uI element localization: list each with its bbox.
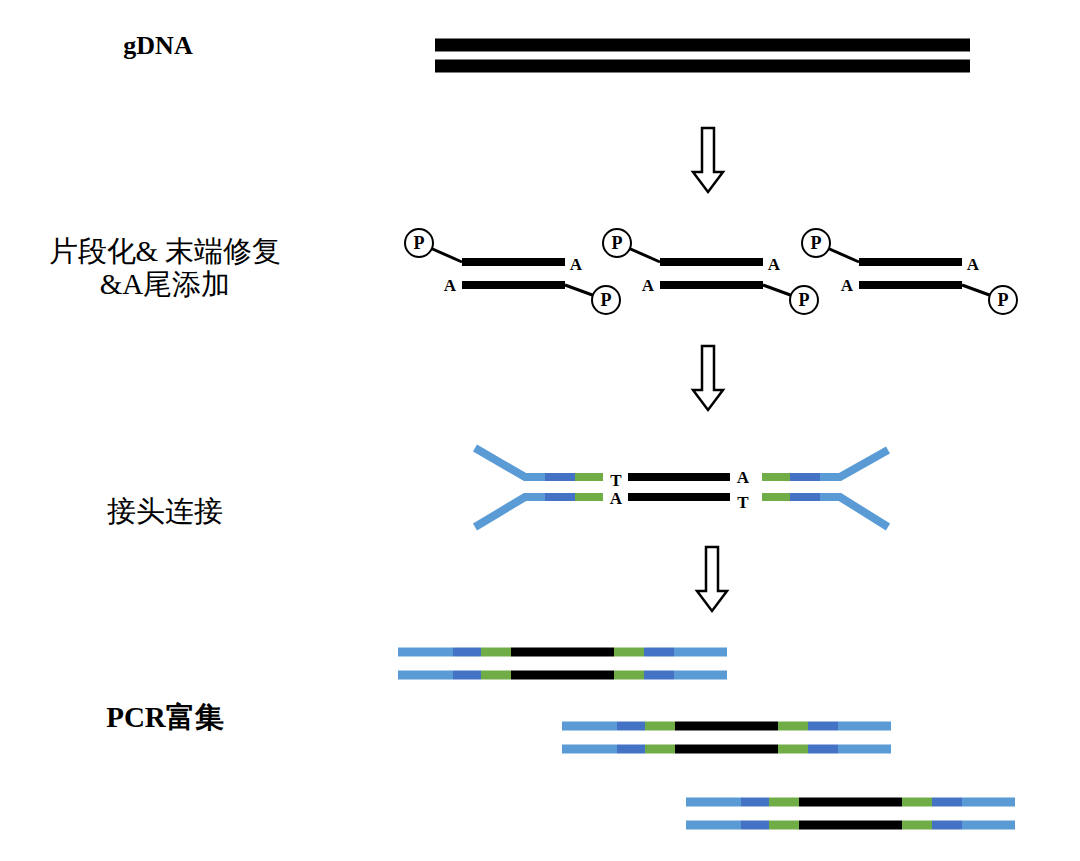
adapter-ligation [475, 448, 888, 527]
phosphate-label: P [799, 291, 810, 309]
pcr-products [398, 652, 1015, 825]
dna-fragments [419, 243, 1003, 300]
genomic-dna [435, 45, 970, 66]
phosphate-label: P [612, 234, 623, 252]
phosphate-circle: P [591, 285, 621, 315]
phosphate-circle: P [801, 228, 831, 258]
phosphate-circle: P [988, 285, 1018, 315]
phosphate-circle: P [602, 228, 632, 258]
phosphate-circle: P [404, 228, 434, 258]
base-letter: A [737, 468, 749, 488]
phosphate-label: P [601, 291, 612, 309]
base-letter: A [570, 255, 582, 275]
phosphate-label: P [811, 234, 822, 252]
step-title: 接头连接 [107, 495, 223, 528]
base-letter: A [967, 255, 979, 275]
base-letter: T [610, 471, 621, 491]
base-letter: A [610, 489, 622, 509]
phosphate-label: P [414, 234, 425, 252]
step-title: 片段化& 末端修复&A尾添加 [34, 235, 296, 302]
base-letter: T [737, 493, 748, 513]
step-arrow [697, 547, 727, 611]
phosphate-circle: P [789, 285, 819, 315]
step-arrow [693, 346, 723, 410]
base-letter: A [841, 276, 853, 296]
step-title: PCR富集 [106, 701, 224, 734]
base-letter: A [768, 255, 780, 275]
step-arrow [693, 128, 723, 192]
base-letter: A [444, 276, 456, 296]
phosphate-label: P [998, 291, 1009, 309]
base-letter: A [642, 276, 654, 296]
step-title: gDNA [123, 31, 192, 61]
